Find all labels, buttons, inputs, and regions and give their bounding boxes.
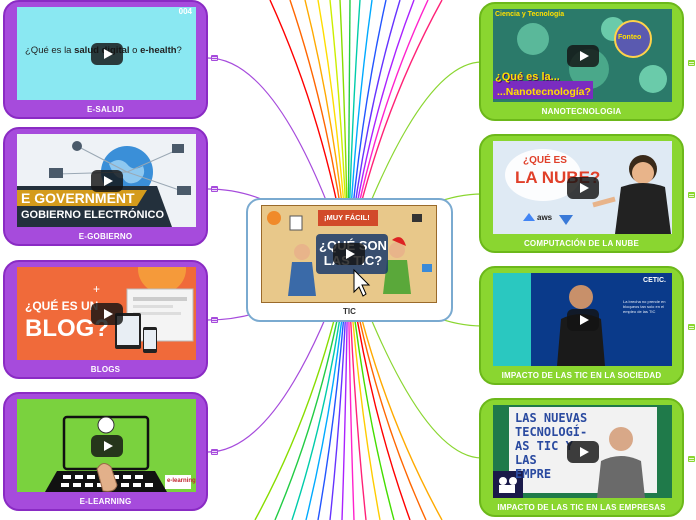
play-button-icon[interactable]: [566, 44, 599, 67]
play-button-icon[interactable]: [90, 302, 123, 325]
card-label: E-SALUD: [87, 105, 124, 114]
play-button-icon[interactable]: [566, 308, 599, 331]
tic-thumb-banner: ¡MUY FÁCIL!: [324, 213, 370, 222]
card-label: E-GOBIERNO: [78, 232, 133, 241]
card-e-learning[interactable]: e-learning E-LEARNING: [3, 392, 208, 511]
card-label: IMPACTO DE LAS TIC EN LA SOCIEDAD: [501, 371, 662, 380]
e-gobierno-thumbnail[interactable]: E GOVERNMENT GOBIERNO ELECTRÓNICO: [17, 134, 196, 227]
empresas-thumb-line4: LAS: [515, 453, 537, 467]
collapse-handle-icon[interactable]: [688, 324, 695, 330]
empresas-thumb-line3: AS TIC Y: [515, 439, 573, 453]
play-button-icon[interactable]: [566, 440, 599, 463]
empresas-thumb-line1: LAS NUEVAS: [515, 411, 588, 425]
collapse-handle-icon[interactable]: [688, 456, 695, 462]
nube-thumb-logo: aws: [537, 213, 553, 222]
empresas-thumb-line2: TECNOLOGÍ-: [515, 425, 588, 439]
card-label: IMPACTO DE LAS TIC EN LAS EMPRESAS: [497, 503, 666, 512]
cetic-logo: CETIC.: [643, 277, 666, 284]
collapse-handle-icon[interactable]: [688, 192, 695, 198]
card-impacto-sociedad[interactable]: CETIC. La brecha no prende en bloqueos t…: [479, 266, 684, 385]
card-nanotecnologia[interactable]: Ciencia y Tecnología ¿Qué es la... ...Na…: [479, 2, 684, 121]
collapse-handle-icon[interactable]: [211, 449, 218, 455]
collapse-handle-icon[interactable]: [211, 186, 218, 192]
card-e-gobierno[interactable]: E GOVERNMENT GOBIERNO ELECTRÓNICO E-GOBI…: [3, 127, 208, 246]
svg-text:+: +: [93, 282, 100, 296]
thumb-corner-number: 004: [178, 7, 192, 16]
collapse-handle-icon[interactable]: [688, 60, 695, 66]
play-button-icon[interactable]: [90, 434, 123, 457]
card-impacto-empresas[interactable]: LAS NUEVAS TECNOLOGÍ- AS TIC Y LAS EMPRE…: [479, 398, 684, 517]
devices-icon: +: [93, 267, 194, 353]
central-topic-label: TIC: [343, 307, 356, 316]
e-learning-thumbnail[interactable]: e-learning: [17, 399, 196, 492]
play-button-icon[interactable]: [90, 42, 123, 65]
e-gobierno-thumb-subtitle: GOBIERNO ELECTRÓNICO: [21, 209, 165, 221]
card-label: COMPUTACIÓN DE LA NUBE: [523, 239, 640, 248]
whiteboard-presenter-icon: [493, 407, 657, 498]
play-button-icon[interactable]: [566, 176, 599, 199]
impacto-sociedad-thumbnail[interactable]: CETIC. La brecha no prende en bloqueos t…: [493, 273, 672, 366]
e-salud-thumbnail[interactable]: 004 ¿Qué es la salud digital o e-health?: [17, 7, 196, 100]
central-topic-tic[interactable]: ¡MUY FÁCIL! ¿QUÉ SON LAS TIC? TIC: [246, 198, 453, 322]
e-learning-thumb-tag: e-learning: [167, 478, 196, 484]
card-e-salud[interactable]: 004 ¿Qué es la salud digital o e-health?…: [3, 0, 208, 119]
nanotecnologia-thumbnail[interactable]: Ciencia y Tecnología ¿Qué es la... ...Na…: [493, 9, 672, 102]
card-label: NANOTECNOLOGIA: [541, 107, 622, 116]
tic-thumbnail[interactable]: ¡MUY FÁCIL! ¿QUÉ SON LAS TIC?: [261, 205, 437, 303]
impacto-empresas-thumbnail[interactable]: LAS NUEVAS TECNOLOGÍ- AS TIC Y LAS EMPRE: [493, 405, 672, 498]
card-label: E-LEARNING: [79, 497, 132, 506]
laptop-hand-icon: [45, 415, 191, 492]
blogs-thumbnail[interactable]: + ¿QUÉ ES UN BLOG?: [17, 267, 196, 360]
collapse-handle-icon[interactable]: [211, 55, 218, 61]
e-gobierno-thumb-title: E GOVERNMENT: [21, 190, 135, 206]
impacto-thumb-note: La brecha no prende en bloqueos tan solo…: [623, 299, 666, 314]
nube-thumb-title: ¿QUÉ ES: [523, 155, 567, 166]
nano-thumb-title: ¿Qué es la...: [495, 71, 560, 83]
card-computacion-nube[interactable]: ¿QUÉ ES LA NUBE? aws COMPUTACIÓN DE LA N…: [479, 134, 684, 253]
play-button-icon[interactable]: [333, 243, 365, 265]
nano-thumb-subtitle: ...Nanotecnología?: [497, 86, 591, 98]
card-blogs[interactable]: + ¿QUÉ ES UN BLOG? BLOGS: [3, 260, 208, 379]
play-button-icon[interactable]: [90, 169, 123, 192]
collapse-handle-icon[interactable]: [211, 317, 218, 323]
nube-thumbnail[interactable]: ¿QUÉ ES LA NUBE? aws: [493, 141, 672, 234]
card-label: BLOGS: [90, 365, 121, 374]
empresas-thumb-line5: EMPRE: [515, 467, 552, 481]
cloud-presenter-icon: [505, 149, 671, 234]
blogs-thumb-title: ¿QUÉ ES UN: [25, 299, 99, 313]
nano-thumb-topline: Ciencia y Tecnología: [495, 11, 565, 18]
nano-thumb-badge: Fonteo: [618, 34, 642, 41]
